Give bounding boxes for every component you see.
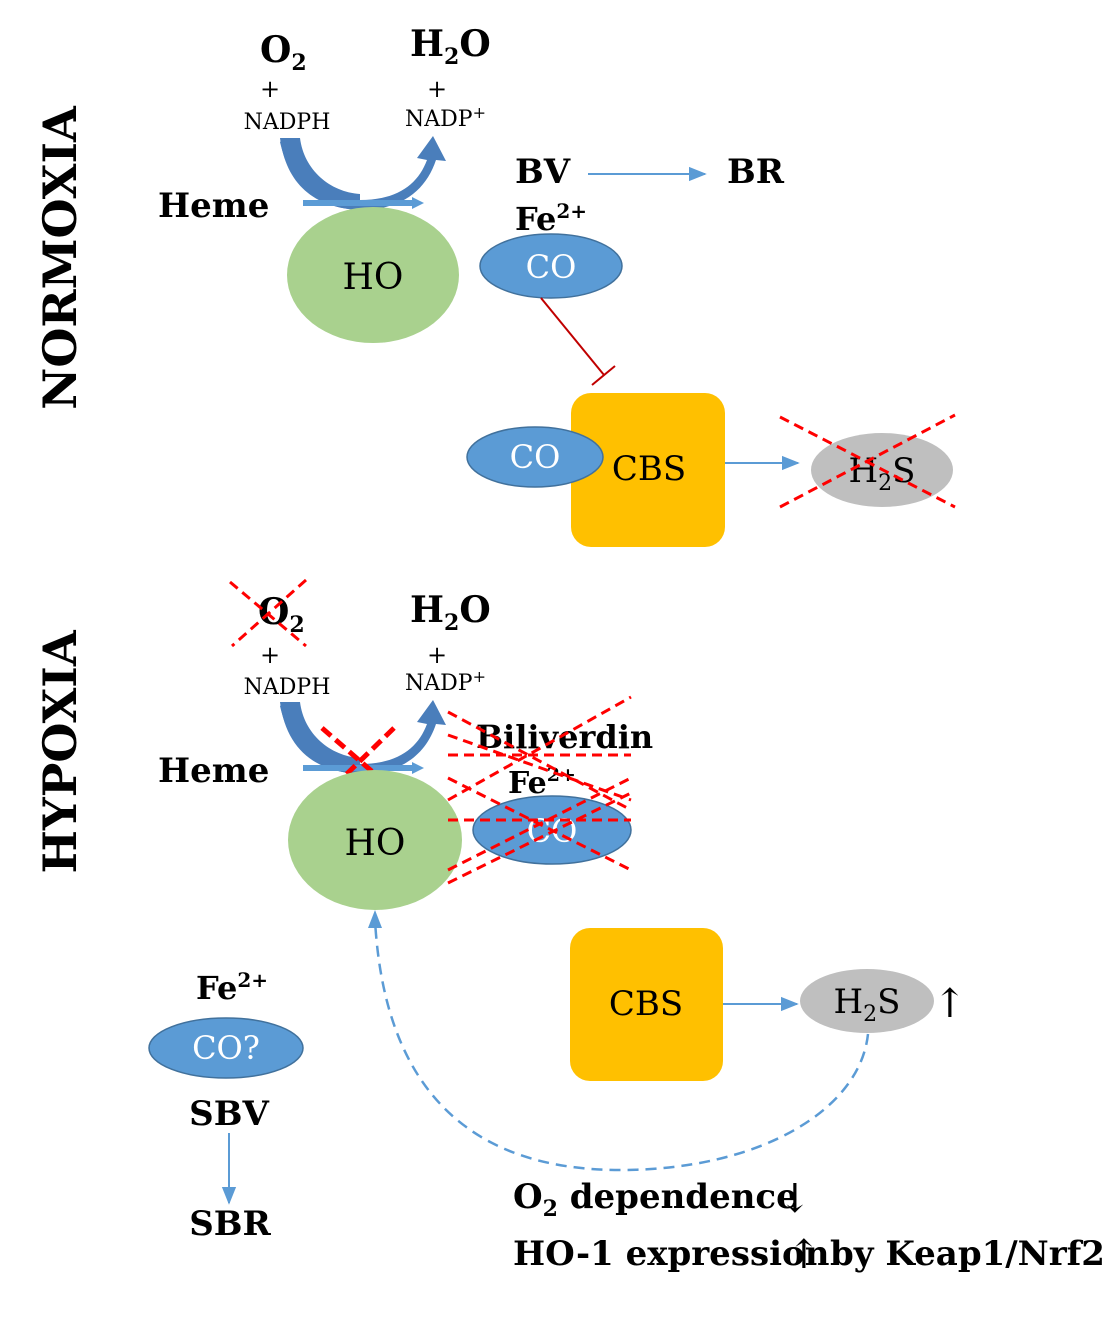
- hypoxia-section: HYPOXIA O2 + NADPH H2O + NADP+ Heme HO B…: [33, 578, 1105, 1278]
- bv-label: BV: [515, 152, 571, 192]
- ho-enzyme: [287, 207, 459, 343]
- nadp-label: NADP+: [405, 667, 486, 696]
- biliverdin-label: Biliverdin: [476, 718, 653, 756]
- co-question-label: CO?: [192, 1029, 260, 1067]
- feedback-dashed-curve: [373, 919, 870, 1172]
- o2-label: O2: [258, 591, 305, 638]
- note-down-arrow: ↓: [778, 1176, 812, 1222]
- note-up-arrow: ↑: [787, 1232, 821, 1278]
- products-crosses: [447, 695, 632, 885]
- ho-label: HO: [343, 257, 404, 298]
- feedback-arrowhead: [368, 910, 382, 928]
- note-o2-dependence: O2 dependence: [513, 1177, 798, 1222]
- plus-right: +: [427, 641, 447, 669]
- nadph-label: NADPH: [244, 675, 331, 700]
- normoxia-section: NORMOXIA O2 + NADPH H2O + NADP+ Heme HO …: [33, 23, 956, 547]
- cbs-label: CBS: [612, 449, 686, 489]
- h2s-up-arrow: ↑: [933, 981, 967, 1027]
- ho-label: HO: [345, 823, 406, 864]
- plus-right: +: [427, 75, 447, 103]
- inhibition-bar: [591, 365, 616, 386]
- o2-cross-2: [231, 578, 307, 648]
- normoxia-label: NORMOXIA: [33, 105, 87, 410]
- heme-label: Heme: [158, 751, 269, 791]
- heme-label: Heme: [158, 186, 269, 226]
- reaction-curve-left-arm: [280, 138, 360, 210]
- co-free: [479, 233, 623, 299]
- h2s-product: [800, 969, 934, 1033]
- sbr-label: SBR: [189, 1204, 271, 1244]
- ho-enzyme: [288, 770, 462, 910]
- h2s-cross-2: [779, 413, 956, 509]
- fe-left-label: Fe2+: [196, 968, 268, 1007]
- cbs-enzyme: [570, 928, 723, 1081]
- co-inhibits-cbs: [540, 297, 605, 376]
- h2o-label: H2O: [410, 589, 491, 636]
- co-bound-label: CO: [510, 438, 561, 476]
- h2s-label: H2S: [849, 451, 916, 496]
- note-keap1-nrf2: by Keap1/Nrf2: [830, 1234, 1105, 1274]
- plus-left: +: [260, 75, 280, 103]
- h2s-label: H2S: [834, 982, 901, 1027]
- co-question: [148, 1017, 304, 1079]
- sbv-label: SBV: [189, 1094, 269, 1134]
- note-ho1-expression: HO-1 expression: [513, 1234, 829, 1274]
- co-free-label: CO: [526, 248, 577, 286]
- o2-label: O2: [260, 29, 307, 76]
- hypoxia-label: HYPOXIA: [33, 629, 87, 873]
- nadp-label: NADP+: [405, 103, 486, 132]
- reaction-curve-left-arm: [280, 702, 360, 774]
- co-bound: [466, 426, 604, 488]
- h2o-label: H2O: [410, 23, 491, 70]
- br-label: BR: [727, 152, 785, 192]
- fe-label: Fe2+: [515, 199, 587, 238]
- nadph-label: NADPH: [244, 110, 331, 135]
- plus-left: +: [260, 641, 280, 669]
- cbs-label: CBS: [609, 984, 683, 1024]
- cbs-enzyme: [571, 393, 725, 547]
